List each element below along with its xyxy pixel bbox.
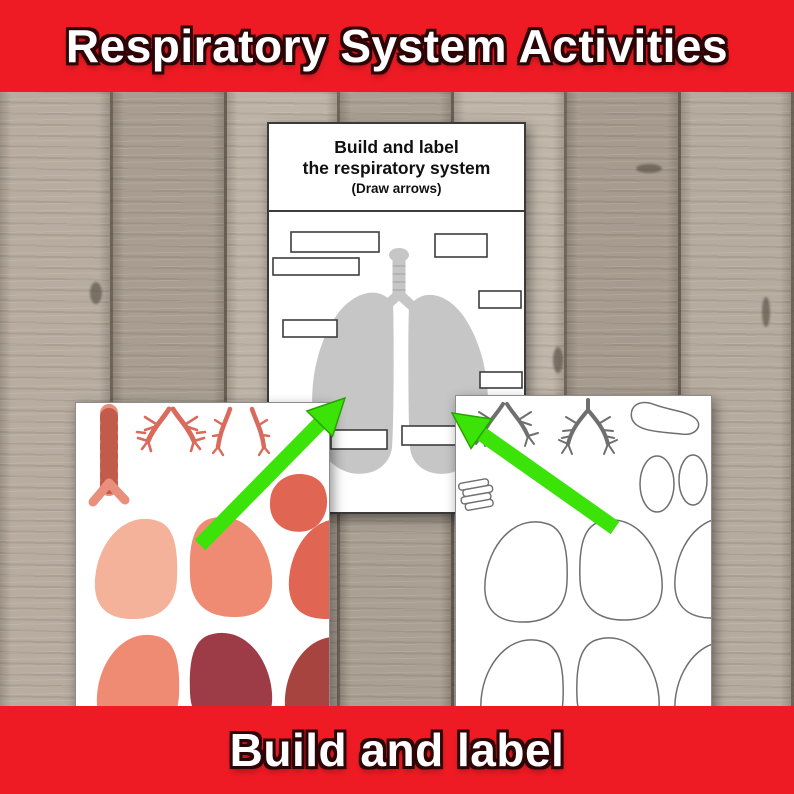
outline-organ-piece — [630, 401, 700, 435]
wood-knot — [90, 282, 102, 304]
title-divider-line — [269, 210, 524, 212]
label-box — [330, 429, 388, 450]
outline-oval-piece-1 — [639, 455, 675, 513]
outline-lung-piece-2 — [579, 519, 663, 621]
lung-piece-peach — [94, 518, 178, 620]
outline-oval-piece-2 — [678, 454, 708, 506]
colored-trachea-piece — [88, 404, 130, 507]
label-box — [479, 371, 523, 389]
colored-bronchi-tree-1 — [135, 406, 207, 453]
label-box — [272, 257, 360, 276]
outline-bronchi-tree-1 — [471, 402, 539, 447]
outline-trachea-piece — [457, 478, 494, 511]
outline-lung-piece-1 — [484, 521, 568, 623]
worksheet-title-line2: the respiratory system — [302, 158, 491, 178]
top-banner: Respiratory System Activities — [0, 0, 794, 92]
wood-knot — [636, 164, 662, 173]
label-box — [282, 319, 338, 338]
worksheet-title-line1: Build and label — [334, 137, 459, 157]
colored-organ-piece — [270, 473, 328, 532]
worksheet-subtitle: (Draw arrows) — [351, 181, 442, 196]
bottom-banner-title: Build and label — [229, 724, 565, 776]
top-banner-title: Respiratory System Activities — [65, 20, 729, 72]
empty-label-boxes — [272, 231, 523, 450]
outline-lung-piece-3 — [674, 517, 711, 619]
outline-bronchi-tree-2 — [558, 398, 618, 455]
bottom-banner: Build and label — [0, 706, 794, 794]
worksheet-title-block: Build and label the respiratory system (… — [269, 124, 524, 210]
wood-plank — [0, 92, 114, 706]
label-box — [290, 231, 380, 253]
colored-bronchi-tree-2 — [211, 406, 271, 457]
label-box — [478, 290, 522, 309]
lung-piece-coral — [288, 518, 329, 620]
lung-piece-salmon — [189, 516, 273, 618]
wood-background: Build and label the respiratory system (… — [0, 92, 794, 794]
wood-knot — [553, 347, 563, 373]
wood-knot — [762, 297, 770, 327]
label-box — [434, 233, 488, 258]
